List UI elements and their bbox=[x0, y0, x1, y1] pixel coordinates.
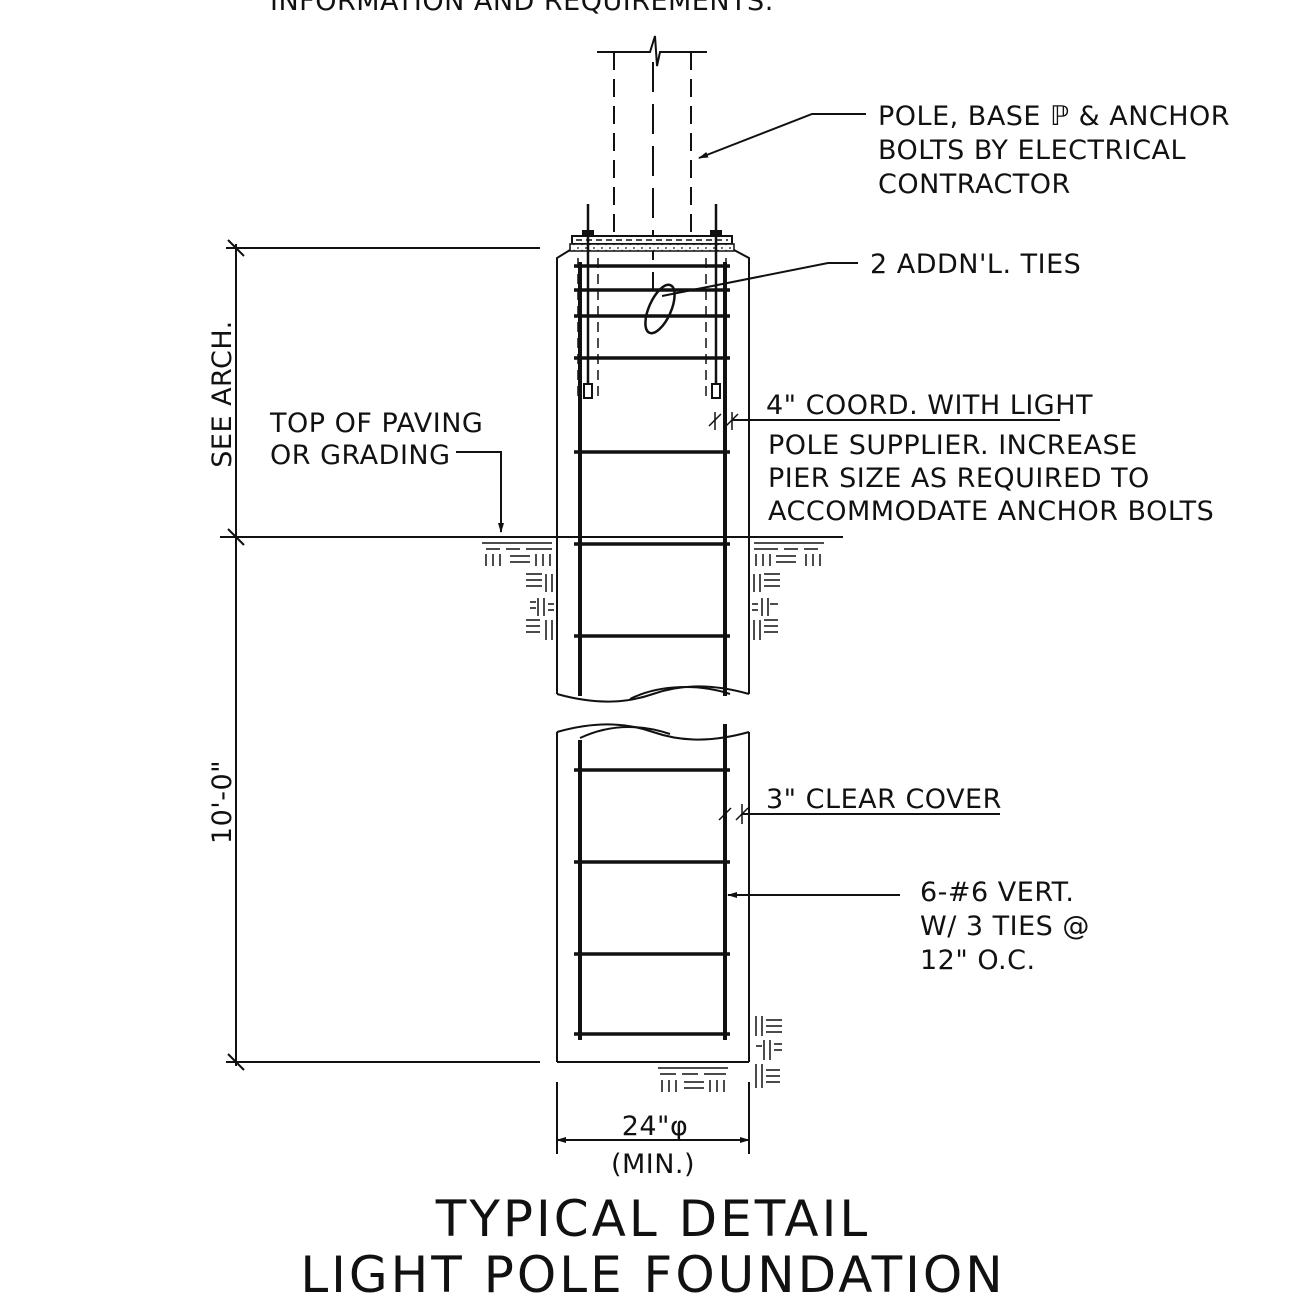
pole-note-line2: BOLTS BY ELECTRICAL bbox=[878, 135, 1186, 166]
coord-note-line4: ACCOMMODATE ANCHOR BOLTS bbox=[768, 496, 1214, 527]
coord-note-line1: 4" COORD. WITH LIGHT bbox=[766, 390, 1093, 421]
paving-note-line1: TOP OF PAVING bbox=[269, 408, 483, 439]
paving-note-line2: OR GRADING bbox=[270, 440, 451, 471]
pole-note-line3: CONTRACTOR bbox=[878, 169, 1071, 200]
coord-note-line3: PIER SIZE AS REQUIRED TO bbox=[768, 463, 1150, 494]
diameter-min-label: (MIN.) bbox=[611, 1149, 695, 1180]
paving-leader bbox=[456, 451, 504, 533]
conduit bbox=[644, 283, 676, 335]
pole-note-line1: POLE, BASE ℙ & ANCHOR bbox=[878, 101, 1230, 132]
coord-note-line2: POLE SUPPLIER. INCREASE bbox=[768, 430, 1138, 461]
diameter-dimension bbox=[556, 1082, 750, 1154]
pole bbox=[597, 35, 707, 290]
coord-leader bbox=[708, 412, 1060, 430]
soil-hatch-bottom bbox=[658, 1016, 782, 1092]
pole-leader bbox=[698, 113, 866, 159]
depth-dimension: 10'-0" bbox=[207, 760, 238, 844]
vertical-dimension bbox=[226, 239, 540, 1071]
top-note-cut: INFORMATION AND REQUIREMENTS. bbox=[270, 0, 774, 17]
soil-hatch-right bbox=[752, 542, 824, 640]
ties bbox=[574, 264, 730, 1036]
ties-note: 2 ADDN'L. TIES bbox=[870, 249, 1081, 280]
title-line1: TYPICAL DETAIL bbox=[435, 1190, 870, 1248]
see-arch-dimension: SEE ARCH. bbox=[207, 320, 238, 468]
base-plate bbox=[569, 235, 735, 252]
vert-note-line1: 6-#6 VERT. bbox=[920, 877, 1075, 908]
clear-cover-leader bbox=[718, 804, 1000, 824]
diameter-label: 24"φ bbox=[622, 1111, 689, 1142]
vert-note-line3: 12" O.C. bbox=[920, 945, 1036, 976]
title-line2: LIGHT POLE FOUNDATION bbox=[300, 1246, 1005, 1298]
clear-cover-note: 3" CLEAR COVER bbox=[766, 784, 1002, 815]
pier-upper bbox=[556, 249, 750, 703]
ties-leader bbox=[661, 262, 858, 297]
vert-note-line2: W/ 3 TIES @ bbox=[920, 911, 1090, 942]
pier-lower bbox=[556, 723, 750, 1063]
soil-hatch-left bbox=[482, 542, 554, 640]
